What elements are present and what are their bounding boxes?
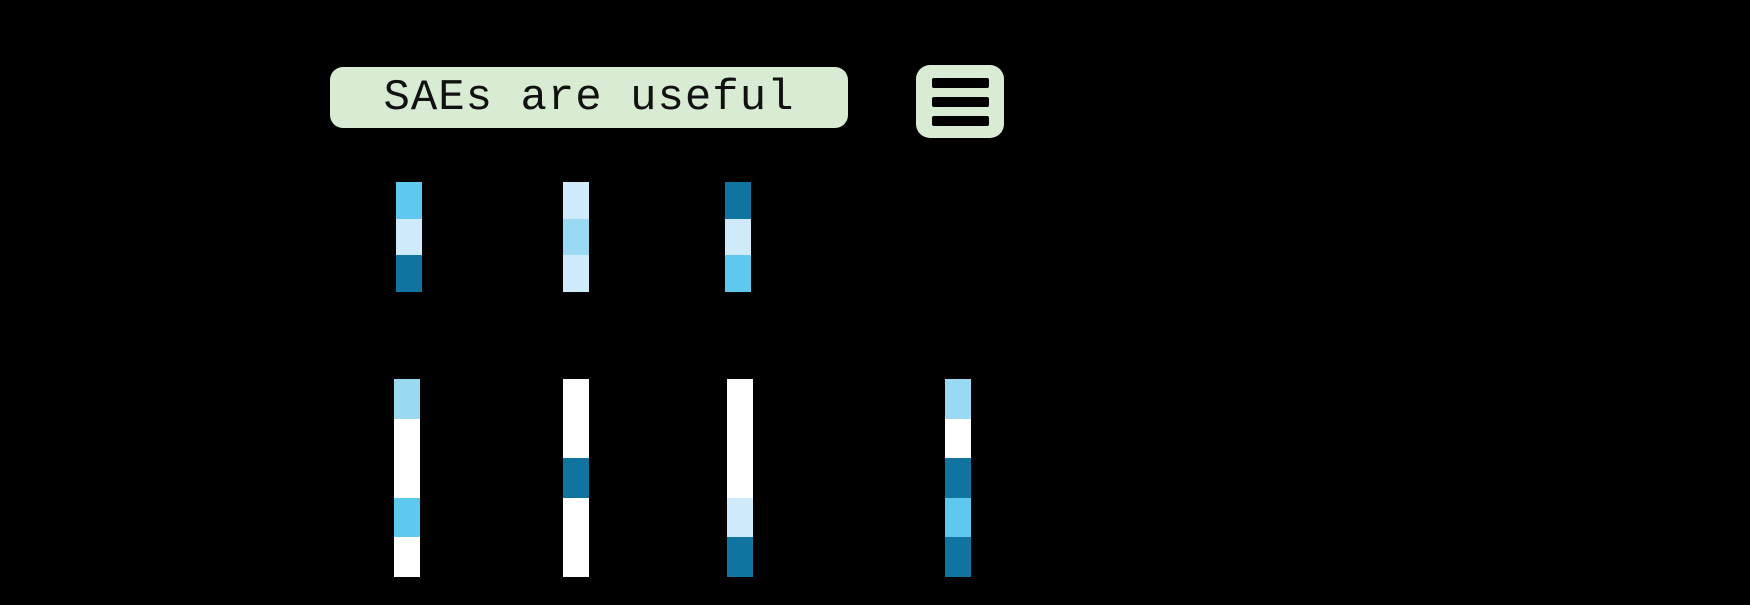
activation-cell-blue_dark xyxy=(945,537,971,577)
activation-cell-blue_dark xyxy=(727,537,753,577)
feature-vector-row-2-bar-2 xyxy=(563,379,589,577)
activation-cell-white xyxy=(727,379,753,419)
saes-are-useful-label: SAEs are useful xyxy=(383,72,795,123)
activation-cell-white xyxy=(563,418,589,459)
hamburger-bar xyxy=(931,77,989,88)
feature-vector-row-1-bar-1 xyxy=(396,182,422,293)
activation-cell-blue_lightest xyxy=(563,182,589,219)
activation-cell-white xyxy=(394,458,420,498)
activation-cell-blue_dark xyxy=(563,458,589,498)
activation-cell-white xyxy=(563,379,589,419)
activation-cell-white xyxy=(563,497,589,538)
activation-cell-white xyxy=(727,418,753,459)
activation-cell-white xyxy=(945,418,971,459)
activation-cell-blue_medium xyxy=(394,497,420,538)
activation-cell-blue_medium xyxy=(396,182,422,219)
activation-cell-blue_medium xyxy=(945,497,971,538)
activation-cell-blue_light xyxy=(945,379,971,419)
activation-cell-blue_lightest xyxy=(725,218,751,256)
activation-cell-white xyxy=(563,537,589,577)
activation-cell-blue_light xyxy=(394,379,420,419)
hamburger-icon xyxy=(916,65,1004,138)
feature-vector-row-2-bar-4 xyxy=(945,379,971,577)
activation-cell-white xyxy=(394,418,420,459)
hamburger-bar xyxy=(931,115,989,126)
activation-cell-blue_light xyxy=(563,218,589,256)
activation-cell-blue_dark xyxy=(945,458,971,498)
activation-cell-white xyxy=(394,537,420,577)
feature-vector-row-1-bar-3 xyxy=(725,182,751,293)
activation-cell-blue_dark xyxy=(396,255,422,293)
saes-are-useful-button[interactable]: SAEs are useful xyxy=(330,67,848,128)
activation-cell-blue_lightest xyxy=(727,497,753,538)
feature-vector-row-2-bar-1 xyxy=(394,379,420,577)
activation-cell-white xyxy=(727,458,753,498)
activation-cell-blue_lightest xyxy=(563,255,589,293)
menu-button[interactable] xyxy=(916,65,1004,138)
activation-cell-blue_dark xyxy=(725,182,751,219)
feature-vector-row-2-bar-3 xyxy=(727,379,753,577)
hamburger-bar xyxy=(931,96,989,107)
activation-cell-blue_medium xyxy=(725,255,751,293)
activation-cell-blue_lightest xyxy=(396,218,422,256)
feature-vector-row-1-bar-2 xyxy=(563,182,589,293)
